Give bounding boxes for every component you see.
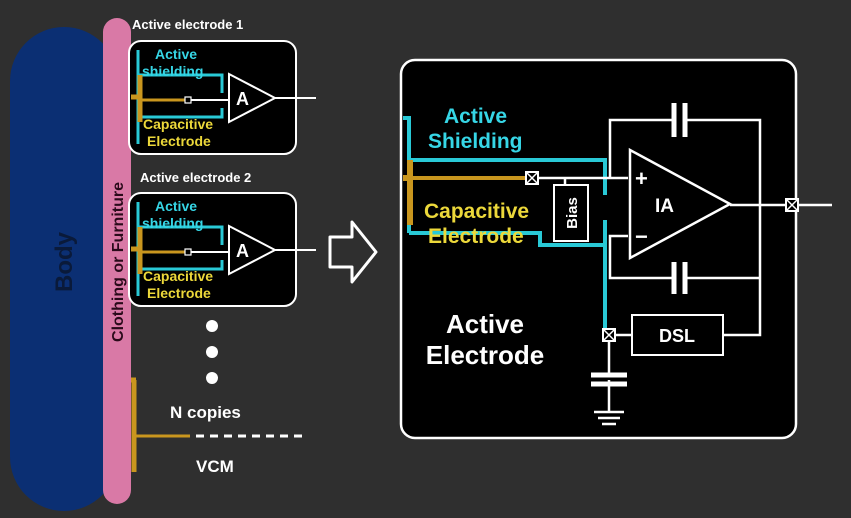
dsl-label: DSL — [659, 326, 695, 346]
electrode2-active-label: Active — [155, 198, 197, 214]
bias-label: Bias — [564, 197, 581, 229]
panel-title-electrode: Electrode — [426, 340, 545, 370]
vcm-label: VCM — [196, 457, 234, 476]
feedback-capacitor-top — [671, 103, 688, 137]
terminal-dsl — [602, 328, 616, 342]
electrode2-shielding-label: shielding — [142, 215, 203, 231]
electrode2-electrode-label: Electrode — [147, 285, 211, 301]
electrode1-title: Active electrode 1 — [132, 17, 243, 32]
ellipsis-dots — [206, 320, 218, 384]
electrode1-amplifier — [228, 72, 316, 124]
vcm-electrode — [131, 377, 304, 472]
body-label: Body — [51, 231, 78, 292]
ground-capacitor — [591, 372, 627, 387]
electrode1-shielding-label: shielding — [142, 63, 203, 79]
electrode2-capacitive-label: Capacitive — [143, 268, 213, 284]
zoom-capacitive-label: Capacitive — [424, 200, 529, 223]
body-shape — [10, 27, 118, 511]
clothing-label: Clothing or Furniture — [110, 182, 127, 342]
ia-label: IA — [655, 196, 674, 217]
zoom-active-label: Active — [444, 105, 507, 128]
zoom-wiring — [538, 118, 832, 426]
electrode1-capacitive-label: Capacitive — [143, 116, 213, 132]
clothing-layer — [103, 18, 131, 504]
electrode1-electrode-label: Electrode — [147, 133, 211, 149]
ia-plus-sign: + — [635, 166, 648, 191]
electrode2-amplifier — [228, 224, 316, 276]
electrode2-amp-label: A — [236, 241, 249, 261]
right-arrow — [328, 220, 378, 284]
bias-block — [553, 184, 589, 242]
n-copies-label: N copies — [170, 403, 241, 422]
electrode2-title: Active electrode 2 — [140, 170, 251, 185]
feedback-capacitor-bottom — [671, 262, 688, 294]
panel-title-active: Active — [446, 309, 524, 339]
zoom-shielding-label: Shielding — [428, 130, 523, 153]
ia-amplifier — [628, 147, 733, 261]
terminal-input — [525, 171, 539, 185]
electrode1-plate — [131, 50, 230, 144]
zoom-plate — [403, 116, 609, 334]
ia-minus-sign: − — [635, 224, 648, 249]
electrode1-active-label: Active — [155, 46, 197, 62]
dsl-block — [631, 314, 724, 356]
electrode2-plate — [131, 202, 230, 296]
electrode1-amp-label: A — [236, 89, 249, 109]
zoom-electrode-label: Electrode — [428, 225, 524, 248]
terminal-output — [785, 198, 799, 212]
